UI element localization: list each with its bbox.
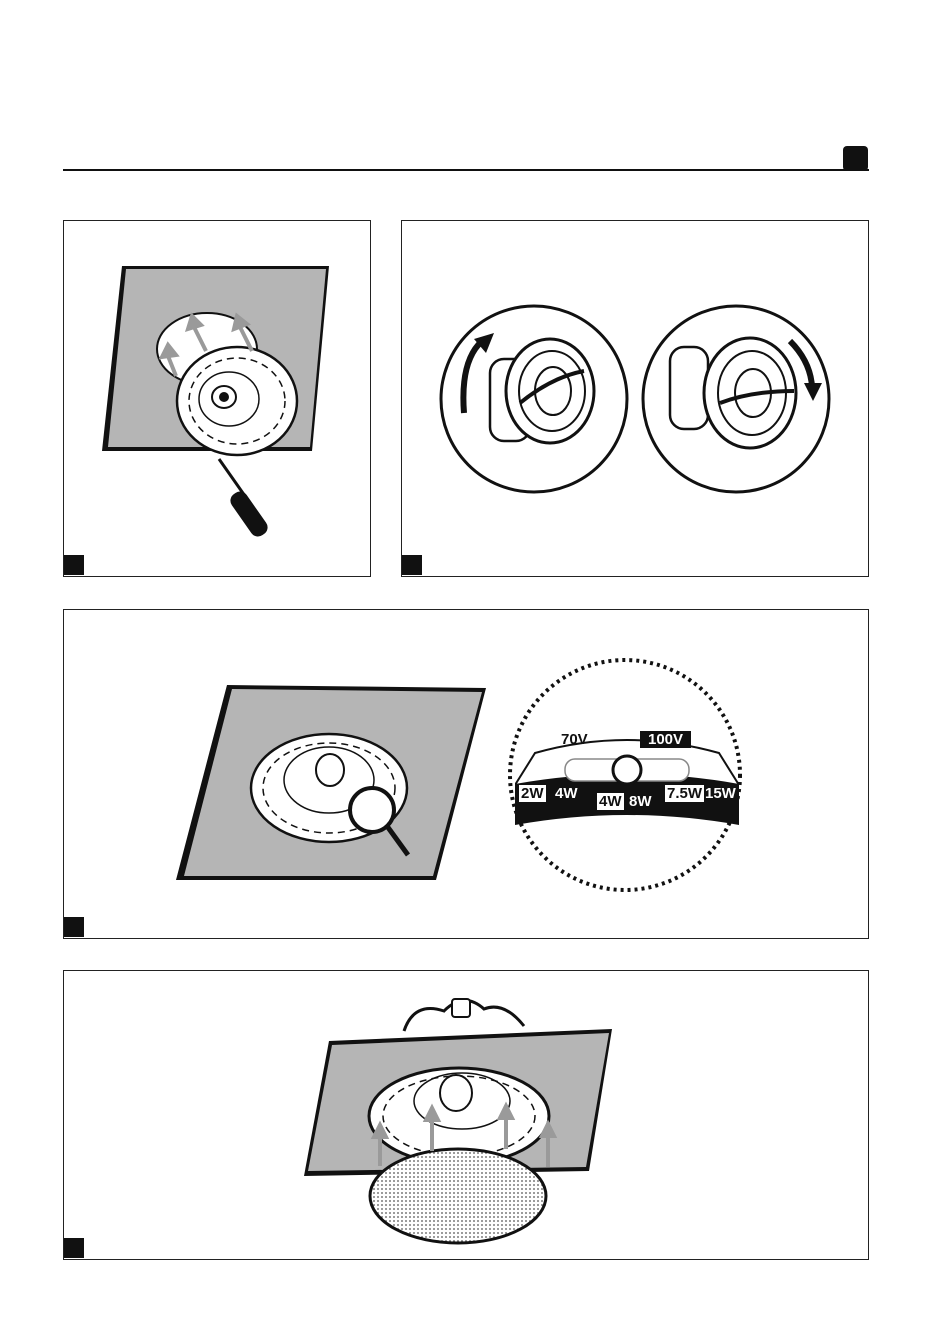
power-label-15w: 15W (705, 785, 736, 802)
tap-selector-zoom: 70V 100V 2W 4W 4W 8W 7.5W 15W (515, 725, 739, 835)
illustration-remove-speaker (64, 221, 369, 575)
step-panel-attach-grille (63, 970, 869, 1260)
illustration-adjust-tweeter (402, 221, 867, 575)
voltage-label-100v: 100V (640, 731, 691, 748)
step-badge (64, 555, 84, 575)
tap-selector-background (515, 725, 739, 835)
power-label-2w: 2W (519, 785, 546, 802)
step-panel-adjust-tweeter (401, 220, 869, 577)
illustration-tap-setting (64, 610, 867, 937)
power-label-4w: 4W (597, 793, 624, 810)
step-badge (64, 917, 84, 937)
voltage-label-70v: 70V (561, 731, 588, 748)
page-number-badge (843, 146, 868, 171)
tweeter-counterclockwise (441, 306, 627, 492)
power-label-4w-left: 4W (555, 785, 578, 802)
power-label-8w: 8W (629, 793, 652, 810)
step-badge (402, 555, 422, 575)
header-rule (63, 169, 869, 171)
power-label-7-5w: 7.5W (665, 785, 704, 802)
tweeter-clockwise (643, 306, 829, 492)
step-badge (64, 1238, 84, 1258)
step-panel-remove-speaker (63, 220, 371, 577)
step-panel-tap-setting (63, 609, 869, 939)
illustration-attach-grille (64, 971, 867, 1258)
